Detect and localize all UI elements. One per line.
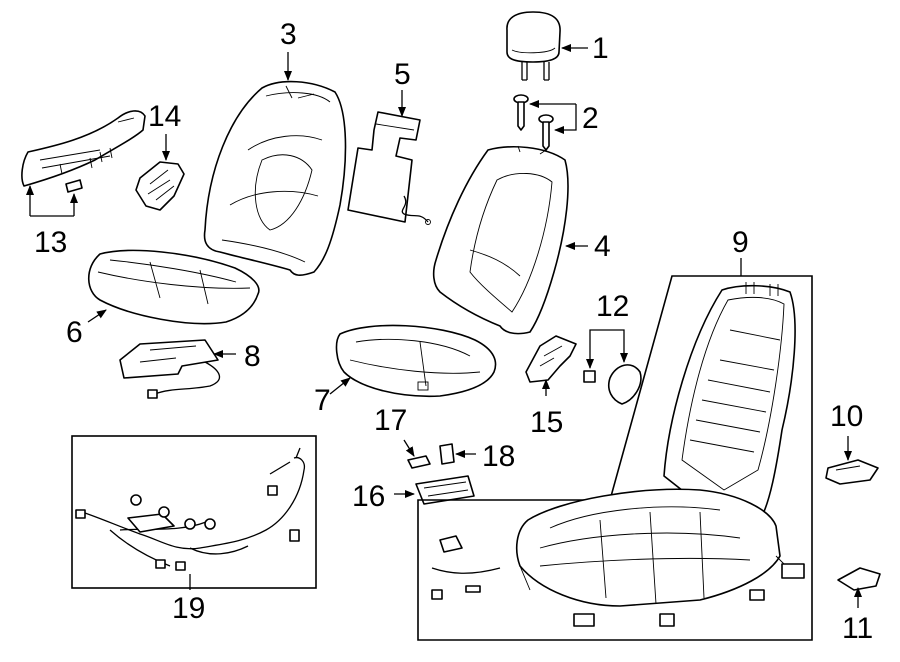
headrest-part — [506, 11, 561, 81]
leader-2b — [554, 104, 577, 134]
callout-16: 16 — [352, 480, 385, 513]
callout-17: 17 — [374, 404, 407, 437]
harness-box — [71, 435, 317, 589]
callout-3: 3 — [280, 18, 297, 51]
small-parts-16-17-18 — [407, 443, 475, 505]
callout-1: 1 — [592, 32, 609, 65]
seat-cushion-pad-part — [335, 324, 497, 398]
seatback-pad-part — [347, 111, 431, 225]
heater-mat-part — [119, 339, 221, 399]
harness-part — [75, 447, 306, 571]
seat-frame-part — [431, 282, 805, 627]
callout-18: 18 — [482, 440, 515, 473]
callout-5: 5 — [394, 58, 411, 91]
clip-part-11 — [837, 567, 881, 591]
callout-12: 12 — [596, 290, 629, 323]
callout-6: 6 — [66, 316, 83, 349]
side-trim-part — [21, 110, 146, 193]
callout-10: 10 — [830, 400, 863, 433]
callout-19: 19 — [172, 592, 205, 625]
clip-part-10 — [825, 459, 879, 485]
knob-part — [583, 364, 642, 405]
bolts-part — [513, 94, 554, 151]
recliner-cover-part — [525, 335, 577, 383]
seat-cushion-cover-part — [87, 249, 260, 325]
callout-11: 11 — [842, 612, 873, 645]
callout-9: 9 — [732, 226, 749, 259]
leader-12b — [608, 329, 628, 363]
leader-17 — [403, 439, 415, 457]
seatback-cushion-part — [432, 145, 569, 335]
callout-15: 15 — [530, 406, 563, 439]
callout-14: 14 — [148, 100, 181, 133]
leader-7 — [329, 377, 351, 395]
callout-13: 13 — [34, 226, 67, 259]
leader-6 — [87, 309, 107, 323]
callout-8: 8 — [244, 340, 261, 373]
seatback-cover-part — [203, 80, 347, 276]
callout-7: 7 — [314, 384, 331, 417]
callout-2: 2 — [582, 102, 599, 135]
leader-12a — [586, 329, 608, 369]
callout-4: 4 — [594, 230, 611, 263]
bracket-part-14 — [135, 161, 185, 211]
